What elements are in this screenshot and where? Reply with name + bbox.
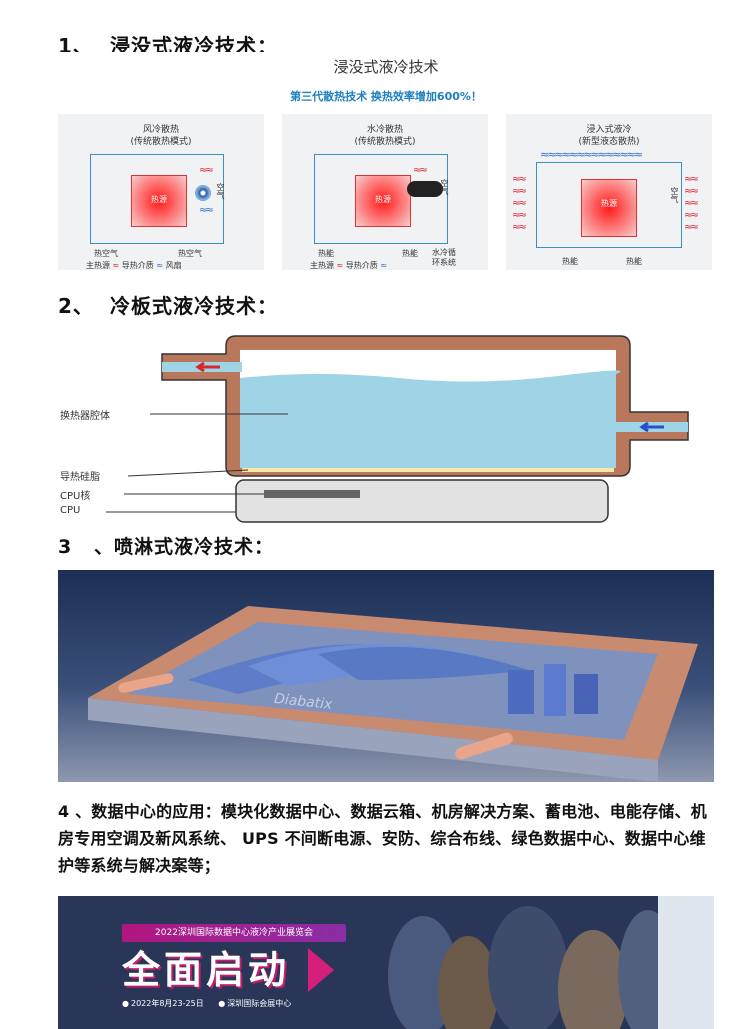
foot-label-right: 热空气 [178,249,202,258]
heat-source: 热源 [131,175,187,227]
heat-wave-left-icon: ≈≈≈≈≈≈≈≈≈≈ [512,174,527,233]
cold-plate-diagram: 换热器腔体 导热硅脂 CPU核 CPU [58,330,698,526]
legend-heat-icon: ≈ [336,261,346,270]
legend-heat-source: 主热源 [86,261,110,270]
section3-number: 3 [58,536,73,558]
panel-subtitle: (新型液态散热) [578,137,640,147]
side-label: 空气 [670,187,679,203]
panel-title: 水冷散热 [366,125,403,135]
chassis-box: 热源 空气 [536,162,682,248]
chassis-box: 热源 ≈≈ ≈≈ 空气 [90,154,225,244]
heat-wave-icon: ≈≈ [199,165,214,176]
legend-medium: 导热介质 [345,261,378,270]
legend-heat-source: 主热源 [310,261,334,270]
cpu-core [264,490,360,498]
coolant-wave-icon: ≈≈≈≈≈≈≈≈≈≈≈≈≈≈ [540,148,643,161]
diagram-title: 浸没式液冷技术 [333,58,439,76]
section3-heading: 3 、喷淋式液冷技术： [58,532,274,559]
legend-heat-icon: ≈ [112,261,122,270]
outlet-pipe [455,732,513,760]
crowd-figure [558,930,628,1029]
side-label: 空气 [440,179,449,195]
spray-cooling-svg [88,606,698,782]
side-label: 空气 [216,183,225,199]
heat-source: 热源 [355,175,411,227]
applications-paragraph: 4 、数据中心的应用：模块化数据中心、数据云箱、机房解决方案、蓄电池、电能存储、… [58,802,707,875]
fan-icon [195,185,211,201]
arrow-icon [308,948,334,992]
foot-label-right: 热能 [626,257,642,266]
thermal-grease [242,468,614,472]
leader-line [127,469,249,477]
air-wave-icon: ≈≈ [199,205,214,216]
section2-number: 2、 [58,294,94,318]
outflow-arrow-icon [195,361,220,373]
label-heat-exchanger: 换热器腔体 [60,411,110,422]
spray-cooling-render: Diabatix [58,570,714,782]
legend-fan: 风扇 [165,261,182,270]
water-pump-icon [407,181,443,197]
banner-info: ●2022年8月23-25日 ●深圳国际会展中心 [122,996,354,1012]
panel-title: 浸入式液冷 [586,125,632,135]
foot-label-left: 热空气 [94,249,118,258]
panel-air-cooling: 风冷散热 (传统散热模式) 热源 ≈≈ ≈≈ 空气 热空气 热空气 主热源 ≈ 导… [58,114,264,270]
foot-label-right: 热能 [402,249,418,258]
heat-wave-icon: ≈≈ [413,165,428,176]
label-cpu-core: CPU核 [60,491,91,502]
cold-plate-svg [106,335,689,523]
diagram-tagline: 第三代散热技术 换热效率增加600%！ [290,90,482,103]
label-thermal-grease: 导热硅脂 [60,472,100,483]
panel-subtitle: (传统散热模式) [130,137,192,147]
section2-heading: 2、冷板式液冷技术： [58,290,278,319]
panel-title: 风冷散热 [142,125,179,135]
expo-banner: 2022深圳国际数据中心液冷产业展览会 全面启动 ●2022年8月23-25日 … [58,896,714,1029]
inflow-arrow-icon [639,421,664,433]
banner-headline: 全面启动 [122,948,291,992]
crowd-figure [488,906,568,1029]
panel-water-cooling: 水冷散热(传统散热模式) 热源 ≈≈ 空气 热能 热能 水冷循环系统 主热源 ≈… [282,114,488,270]
fin-block [574,674,598,714]
foot-label-left: 热能 [562,257,578,266]
expo-venue: 深圳国际会展中心 [227,999,292,1008]
fin-block [544,664,566,716]
fin-block [508,670,534,714]
immersion-cooling-diagram: 浸没式液冷技术 第三代散热技术 换热效率增加600%！ 风冷散热 (传统散热模式)… [58,52,714,270]
fin [318,646,528,680]
coolant-fluid [240,370,621,468]
exhibit-board [658,896,714,1029]
section2-title: 冷板式液冷技术： [110,294,278,318]
panel-subtitle: (传统散热模式) [354,137,416,147]
foot-label-left: 热能 [318,249,334,258]
label-cpu: CPU [60,505,81,516]
chassis-box: 热源 ≈≈ 空气 [314,154,449,244]
expo-date: 2022年8月23-25日 [130,999,204,1008]
expo-name: 2022深圳国际数据中心液冷产业展览会 [122,924,346,942]
legend-medium-icon: ≈ [156,261,166,270]
location-pin-icon: ● [122,999,129,1008]
section3-title: 、喷淋式液冷技术： [94,536,275,558]
water-loop-label: 水冷循环系统 [432,248,456,267]
heat-wave-right-icon: ≈≈≈≈≈≈≈≈≈≈ [684,174,699,233]
heat-source: 热源 [581,179,637,237]
legend-medium: 导热介质 [121,261,154,270]
plate-side [88,698,658,782]
cpu-block [235,479,609,523]
location-pin-icon: ● [218,999,226,1008]
inlet-pipe [118,673,174,693]
legend-medium-icon: ≈ [380,261,388,270]
panel-immersion-cooling: 浸入式液冷(新型液态散热) ≈≈≈≈≈≈≈≈≈≈≈≈≈≈ ≈≈≈≈≈≈≈≈≈≈ … [506,114,712,270]
